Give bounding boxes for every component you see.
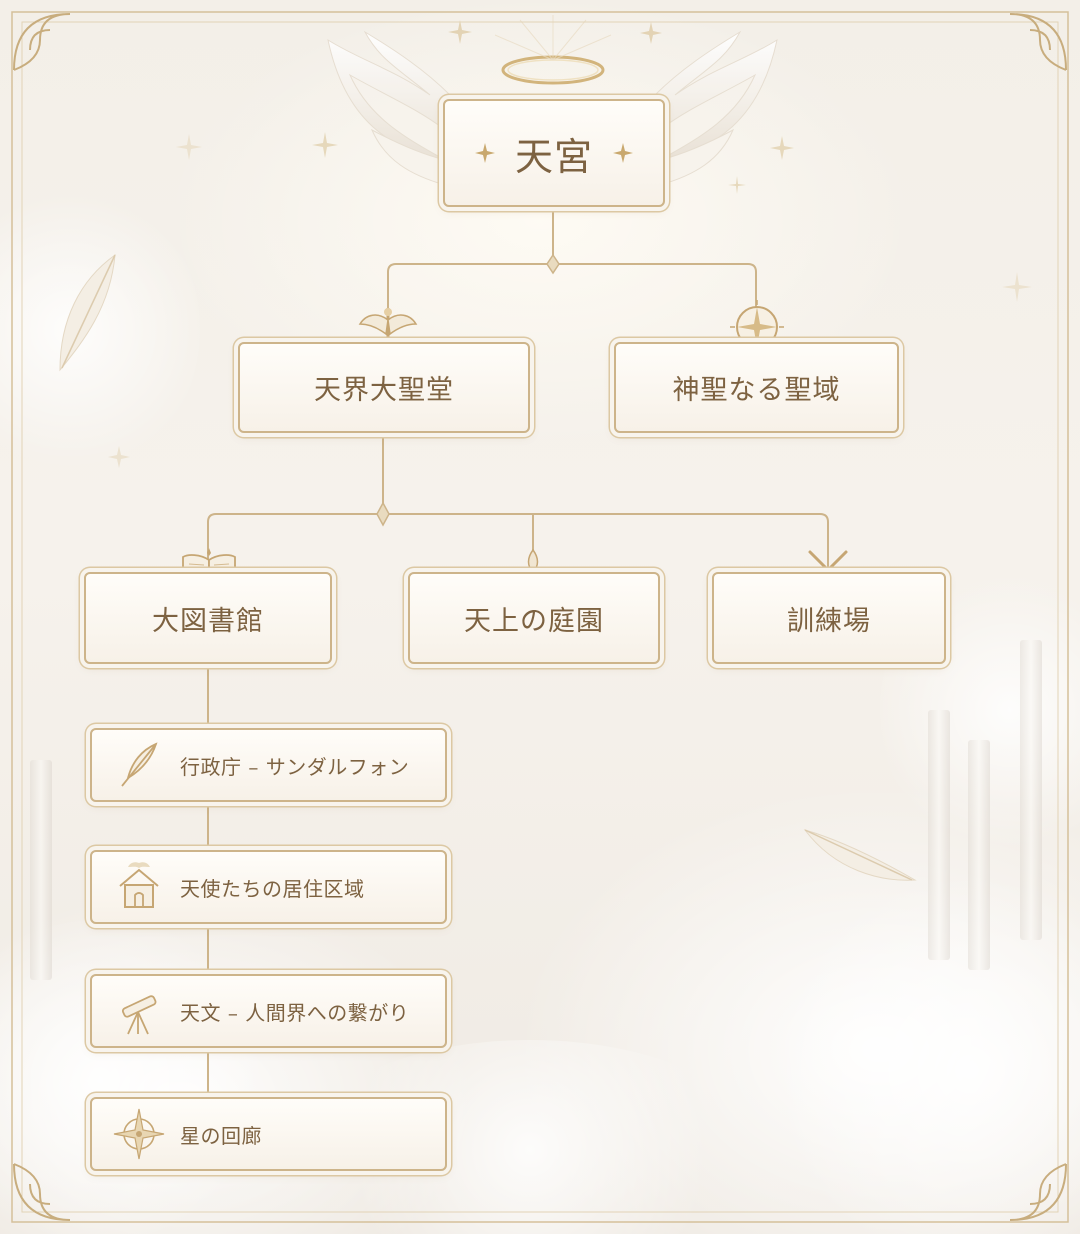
sparkle-icon: [108, 446, 130, 468]
junction-diamond: [376, 501, 390, 527]
left-wing-icon: [327, 30, 451, 186]
administration-node: 行政庁 – サンダルフォン: [90, 728, 447, 802]
star-corridor-node: 星の回廊: [90, 1097, 447, 1171]
sparkle-icon: [448, 20, 472, 44]
sparkle-icon: [312, 132, 338, 158]
sanctuary-node: 神聖なる聖域: [614, 342, 899, 433]
sparkle-icon: [474, 143, 495, 163]
star-corridor-label: 星の回廊: [180, 1123, 262, 1148]
quill-feather-icon: [121, 742, 158, 787]
compass-sun-icon: [730, 300, 784, 354]
library-label: 大図書館: [152, 605, 264, 637]
residential-district-label: 天使たちの居住区域: [180, 876, 365, 901]
garden-label: 天上の庭園: [464, 605, 604, 637]
library-node: 大図書館: [84, 572, 332, 664]
residential-district-node: 天使たちの居住区域: [90, 850, 447, 924]
feather-icon: [59, 253, 116, 372]
root-label: 天宮: [514, 134, 593, 179]
light-rays: [494, 15, 612, 61]
right-wing-icon: [654, 30, 778, 186]
sparkle-icon: [728, 176, 746, 194]
cathedral-node: 天界大聖堂: [238, 342, 530, 433]
sparkle-icon: [770, 136, 794, 160]
sparkle-icon: [1002, 272, 1032, 302]
house-icon: [119, 862, 159, 908]
halo-icon: [501, 55, 605, 85]
cathedral-label: 天界大聖堂: [314, 375, 454, 406]
telescope-icon: [121, 995, 157, 1035]
training-ground-label: 訓練場: [787, 605, 871, 637]
astronomy-node: 天文 – 人間界への繋がり: [90, 974, 447, 1048]
sparkle-icon: [176, 134, 202, 160]
feather-icon: [803, 829, 917, 881]
sparkle-icon: [640, 22, 662, 44]
sanctuary-label: 神聖なる聖域: [672, 375, 841, 406]
root-node: 天宮: [443, 99, 665, 207]
junction-diamond: [546, 253, 560, 275]
sparkle-icon: [613, 143, 633, 163]
garden-node: 天上の庭園: [408, 572, 660, 664]
training-ground-node: 訓練場: [712, 572, 946, 664]
compass-star-icon: [113, 1108, 165, 1160]
administration-label: 行政庁 – サンダルフォン: [180, 754, 410, 779]
astronomy-label: 天文 – 人間界への繋がり: [180, 1000, 410, 1025]
